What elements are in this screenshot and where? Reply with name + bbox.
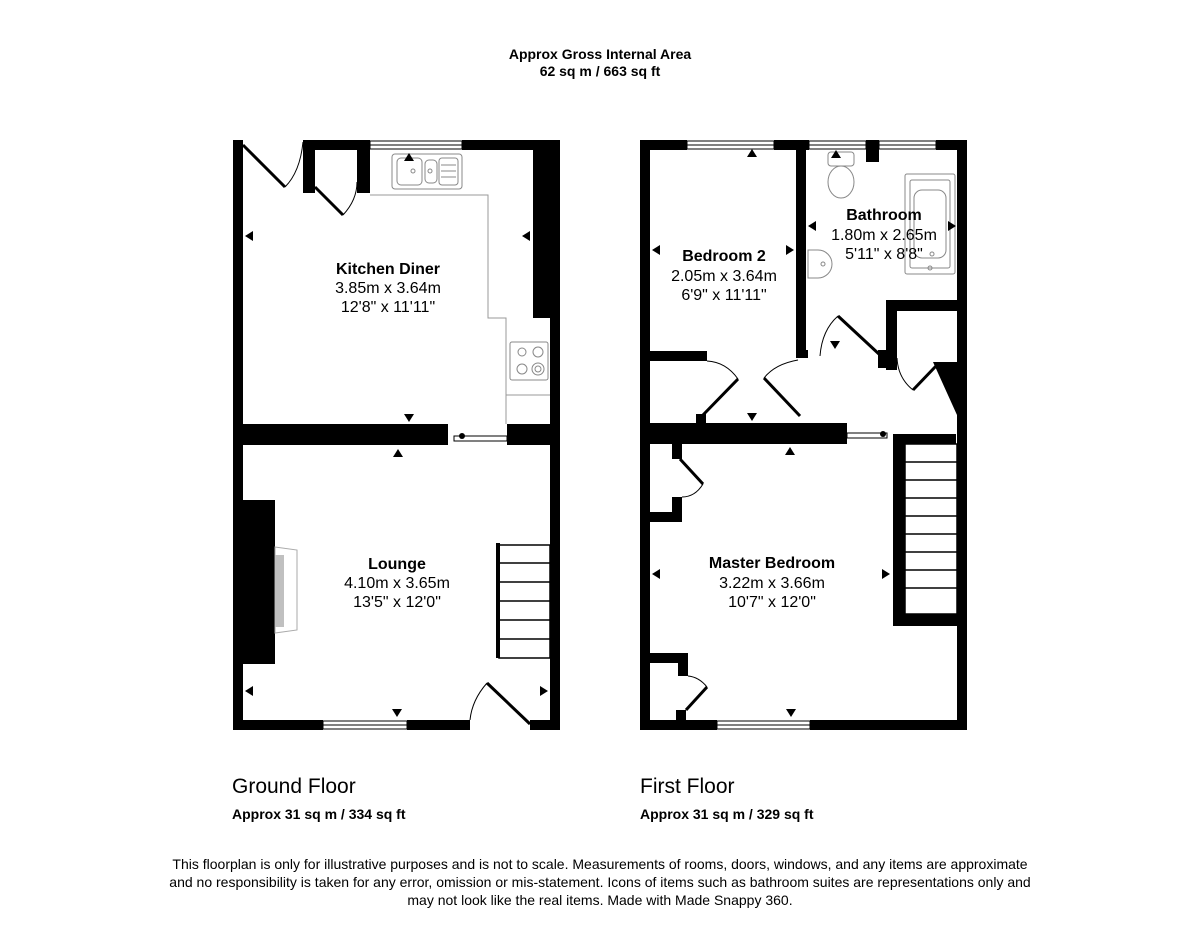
room-name-kitchen-diner: Kitchen Diner	[336, 261, 440, 278]
disclaimer-line-3: may not look like the real items. Made w…	[407, 892, 793, 908]
stairs-icon	[904, 443, 958, 615]
room-imperial-kitchen-diner: 12'8" x 11'11"	[341, 299, 435, 316]
room-imperial-bathroom: 5'11" x 8'8"	[845, 246, 923, 263]
room-name-bathroom: Bathroom	[846, 207, 922, 224]
ground-floor-area: Approx 31 sq m / 334 sq ft	[232, 806, 406, 822]
disclaimer: This floorplan is only for illustrative …	[100, 855, 1100, 909]
gross-area-title: Approx Gross Internal Area	[508, 46, 692, 62]
sliding-door-icon	[846, 431, 888, 439]
room-metric-bedroom-2: 2.05m x 3.64m	[671, 268, 777, 285]
first-floor-plan: Bedroom 2 2.05m x 3.64m 6'9" x 11'11" Ba…	[640, 140, 967, 730]
sliding-door-icon	[453, 433, 508, 442]
disclaimer-line-1: This floorplan is only for illustrative …	[172, 856, 1028, 872]
stairs-icon	[498, 544, 551, 659]
ground-floor-title: Ground Floor	[232, 775, 356, 798]
toilet-icon	[827, 151, 855, 199]
room-metric-lounge: 4.10m x 3.65m	[344, 575, 450, 592]
fireplace-icon	[274, 546, 298, 634]
room-name-bedroom-2: Bedroom 2	[682, 248, 766, 265]
disclaimer-line-2: and no responsibility is taken for any e…	[169, 874, 1031, 890]
dimension-arrow-icon	[245, 153, 548, 717]
room-metric-bathroom: 1.80m x 2.65m	[831, 227, 937, 244]
first-floor-walls	[640, 140, 967, 730]
door-swing-icon	[241, 141, 532, 726]
worktop-outline	[370, 194, 550, 424]
dimension-arrow-icon	[652, 149, 956, 717]
door-swing-icon	[678, 314, 938, 712]
first-floor-title: First Floor	[640, 775, 735, 798]
gross-area-value: 62 sq m / 663 sq ft	[539, 63, 661, 79]
basin-icon	[807, 249, 833, 279]
window-icon	[686, 140, 937, 730]
first-floor-area: Approx 31 sq m / 329 sq ft	[640, 806, 814, 822]
room-name-master-bedroom: Master Bedroom	[709, 555, 835, 572]
room-metric-master-bedroom: 3.22m x 3.66m	[719, 575, 825, 592]
ground-floor-plan: Kitchen Diner 3.85m x 3.64m 12'8" x 11'1…	[233, 140, 560, 730]
sink-icon	[391, 153, 463, 190]
room-imperial-master-bedroom: 10'7" x 12'0"	[728, 594, 816, 611]
room-metric-kitchen-diner: 3.85m x 3.64m	[335, 280, 441, 297]
hob-icon	[509, 341, 549, 381]
window-icon	[322, 140, 463, 730]
room-name-lounge: Lounge	[368, 556, 426, 573]
room-imperial-lounge: 13'5" x 12'0"	[353, 594, 441, 611]
ground-floor-walls	[233, 140, 560, 730]
room-imperial-bedroom-2: 6'9" x 11'11"	[681, 287, 766, 304]
